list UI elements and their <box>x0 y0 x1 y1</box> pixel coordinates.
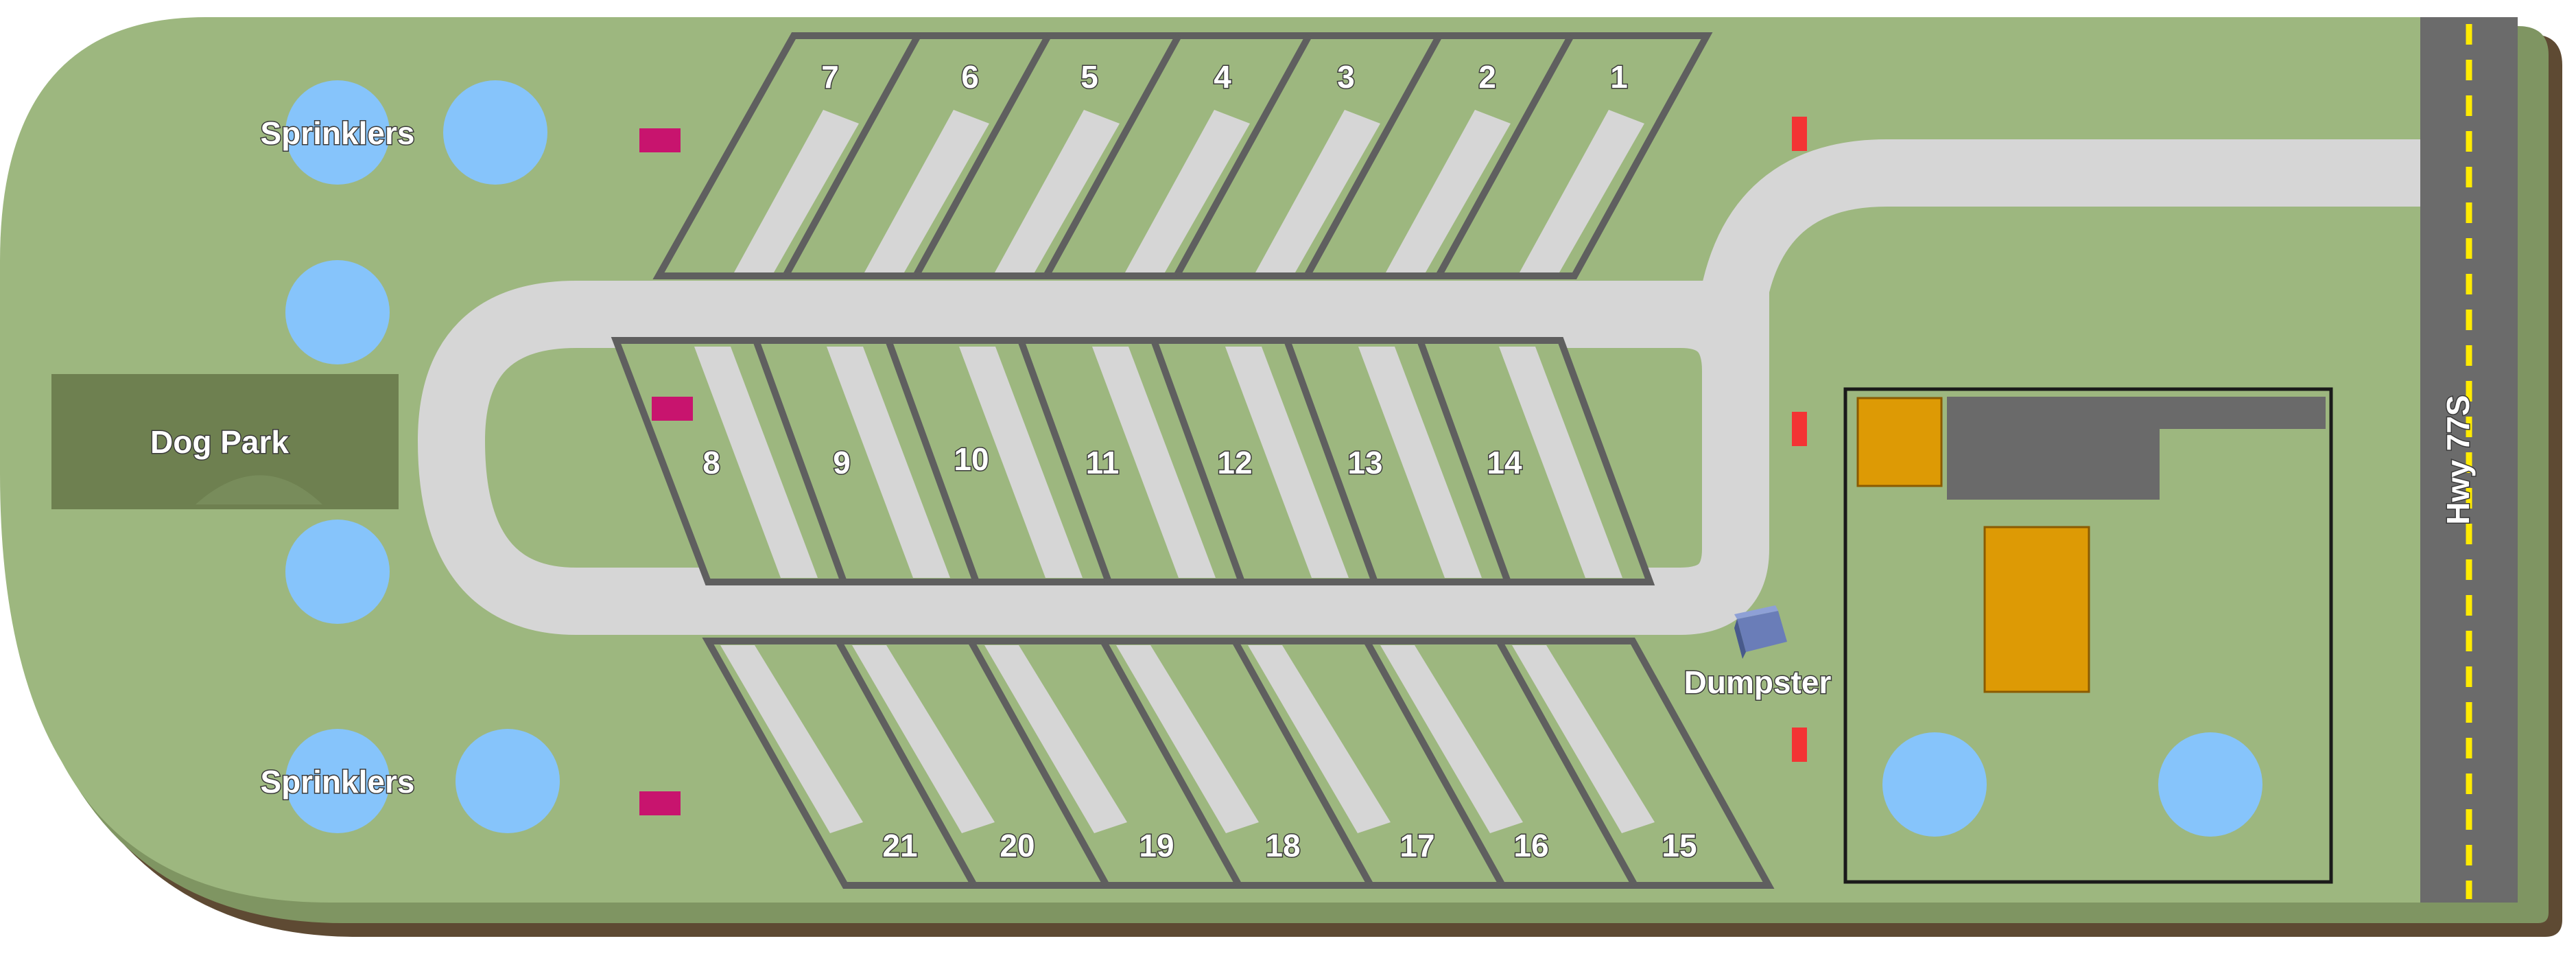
marker-icon <box>1792 728 1807 762</box>
marker-icon <box>639 791 681 815</box>
site-number: 12 <box>1217 445 1252 480</box>
building-orange <box>1983 526 2090 693</box>
marker-icon <box>652 397 693 421</box>
site-number: 8 <box>702 445 720 480</box>
site-number: 21 <box>882 828 917 863</box>
building-orange <box>1856 397 1943 487</box>
site-number: 1 <box>1610 59 1628 95</box>
sprinklers <box>285 80 2262 837</box>
sprinkler-icon <box>1882 732 1987 837</box>
marker-icon <box>639 128 681 152</box>
dog-park-icon <box>196 475 322 504</box>
building-compound <box>1843 387 2333 884</box>
site-number: 6 <box>961 59 979 95</box>
site-number: 11 <box>1086 445 1120 480</box>
site-number: 13 <box>1347 445 1382 480</box>
sprinkler-icon <box>285 80 390 185</box>
sprinkler-icon <box>285 729 390 833</box>
sprinkler-icon <box>2158 732 2262 837</box>
sprinkler-icon <box>285 260 390 364</box>
site-number: 9 <box>833 445 851 480</box>
road-network <box>417 139 2420 635</box>
site-number: 2 <box>1478 59 1496 95</box>
site-number: 5 <box>1080 59 1098 95</box>
site-labels-bottom: 21 20 19 18 17 16 15 <box>882 827 1698 865</box>
site-labels-top: 7 6 5 4 3 2 1 <box>820 58 1629 96</box>
site-number: 18 <box>1265 828 1300 863</box>
highway-label: Hwy 77S <box>2440 395 2476 524</box>
dog-park-label: Dog Park <box>150 424 289 460</box>
site-number: 3 <box>1337 59 1355 95</box>
site-number: 17 <box>1399 828 1434 863</box>
site-number: 15 <box>1662 828 1697 863</box>
sprinklers-label-top: Sprinklers <box>261 115 415 151</box>
sprinkler-icon <box>456 729 560 833</box>
sites-middle-row <box>611 337 1655 585</box>
site-labels-middle: 8 9 10 11 12 13 14 <box>702 441 1524 482</box>
site-number: 4 <box>1214 59 1231 95</box>
sprinkler-icon <box>285 520 390 624</box>
dumpster-icon <box>1734 605 1787 659</box>
site-number: 20 <box>1000 828 1035 863</box>
markers <box>639 117 1807 815</box>
site-number: 7 <box>821 59 839 95</box>
site-number: 19 <box>1139 828 1174 863</box>
site-number: 10 <box>954 441 989 477</box>
marker-icon <box>1792 117 1807 151</box>
site-number: 14 <box>1487 445 1522 480</box>
sites-top-row <box>652 32 1713 279</box>
sprinklers-label-bottom: Sprinklers <box>261 764 415 800</box>
marker-icon <box>1792 412 1807 446</box>
building-gray <box>1947 397 2326 500</box>
sprinkler-icon <box>443 80 547 185</box>
sites-bottom-row <box>702 638 1775 889</box>
site-number: 16 <box>1513 828 1548 863</box>
dumpster-label: Dumpster <box>1684 664 1832 700</box>
